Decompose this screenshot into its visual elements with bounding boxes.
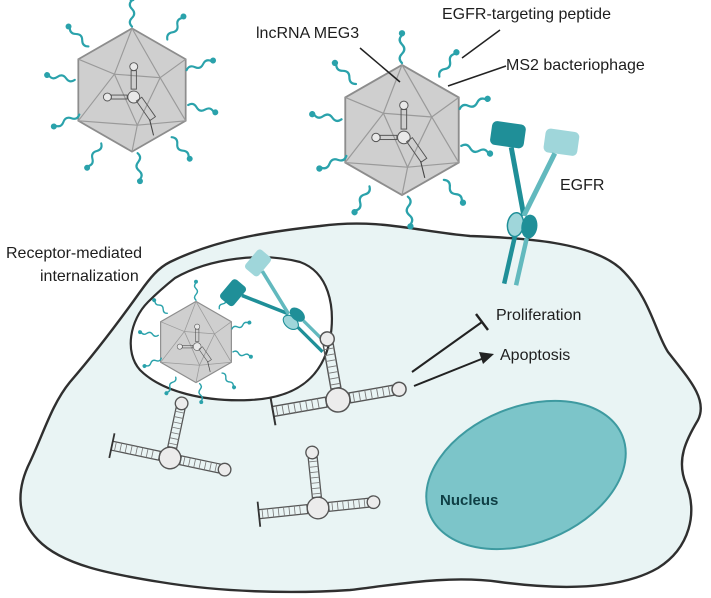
- label-nucleus: Nucleus: [440, 492, 498, 509]
- inhibition-arrow: [411, 321, 483, 373]
- label-internalization-line1: Receptor-mediated: [6, 245, 142, 262]
- capsid-free-top-left: [44, 0, 219, 184]
- label-ms2-bacteriophage: MS2 bacteriophage: [506, 57, 645, 74]
- label-proliferation: Proliferation: [496, 307, 581, 324]
- label-lncrna-meg3: lncRNA MEG3: [256, 25, 359, 42]
- capsid-ms2-bound: [309, 30, 494, 230]
- pointer-peptide: [461, 29, 501, 59]
- nucleus: [425, 399, 627, 551]
- activation-arrow: [413, 357, 485, 387]
- pointer-phage: [447, 65, 507, 87]
- pointer-lncrna: [359, 47, 401, 83]
- label-egfr: EGFR: [560, 177, 604, 194]
- label-internalization-line2: internalization: [40, 268, 139, 285]
- label-egfr-targeting-peptide: EGFR-targeting peptide: [442, 6, 611, 23]
- label-apoptosis: Apoptosis: [500, 347, 570, 364]
- activation-arrowhead: [479, 352, 494, 364]
- inhibition-bar: [475, 313, 489, 331]
